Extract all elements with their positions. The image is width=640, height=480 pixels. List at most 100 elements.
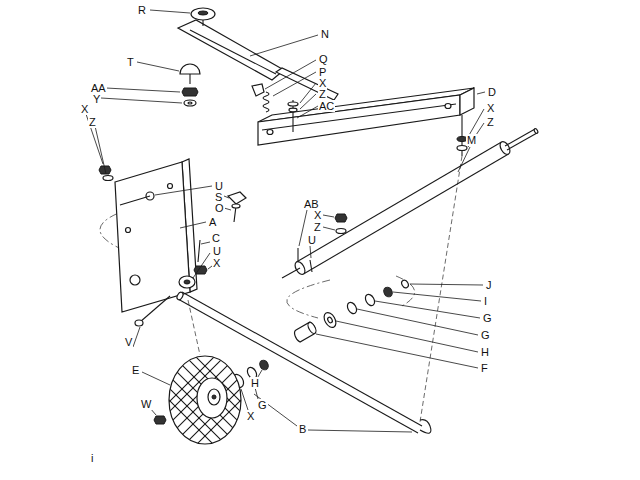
leader-lines-shape [308, 430, 412, 432]
leader-lines-shape [86, 114, 103, 164]
steering-arm-shape [198, 11, 208, 15]
wheel-tire-shape [165, 336, 255, 476]
leader-lines-shape [323, 227, 335, 230]
cap-screw [194, 240, 207, 274]
callout-letter: H [250, 377, 260, 389]
frame-bracket-shape [262, 104, 456, 130]
steering-arm-shape [276, 68, 338, 100]
callout-letter: E [131, 364, 140, 376]
callout-letter: I [483, 295, 488, 307]
carriage-bolt-shape [140, 296, 170, 322]
ball-joint-shape [184, 100, 196, 106]
wheel-tire-shape [197, 378, 227, 418]
callout-letter: B [298, 423, 307, 435]
axle-tube-shape [310, 260, 312, 272]
bushings-washers [230, 279, 409, 390]
mounting-plate-shape [120, 196, 150, 205]
leader-lines-shape [224, 208, 231, 210]
callout-letter: X [246, 410, 255, 422]
leader-lines-shape [265, 60, 316, 89]
leader-lines-shape [300, 83, 316, 103]
mounting-plate-shape [126, 228, 131, 233]
retainer-clip-shape [228, 192, 246, 204]
front-axle-shape [176, 291, 184, 300]
wheel-tire-shape [208, 389, 220, 405]
mounting-plate [115, 159, 197, 312]
callout-letter: Z [318, 88, 327, 100]
leader-lines-shape [336, 321, 478, 352]
leader-lines-shape [133, 327, 140, 347]
bushings-washers-shape [346, 301, 359, 315]
leader-lines-shape [300, 94, 316, 109]
retainer-clip-shape [232, 204, 240, 208]
axle-tube-shape [297, 142, 502, 262]
callout-letter: Q [318, 53, 329, 65]
leader-lines-shape [357, 309, 478, 335]
leader-lines-shape [193, 253, 210, 278]
leader-lines-shape [477, 92, 485, 94]
leader-lines-shape [142, 372, 170, 385]
bushings-washers-shape [327, 316, 333, 323]
leader-lines-shape [101, 98, 182, 103]
steering-arm-shape [191, 8, 215, 20]
bushings-washers-shape [400, 279, 409, 289]
bushings-washers-shape [306, 321, 317, 334]
axle-tube-shape [533, 128, 538, 134]
wheel-tire-shape [169, 356, 241, 444]
callout-letter: X [212, 257, 221, 269]
carriage-bolt-shape [135, 320, 143, 326]
alignment-lines-shape [287, 280, 330, 318]
callout-letter: U [212, 245, 222, 257]
tube-nuts-shape [335, 214, 347, 222]
callout-letter: G [257, 399, 268, 411]
spring-clip-shape [263, 92, 269, 112]
frame-bracket-shape [258, 95, 460, 145]
callout-letter: M [466, 134, 477, 146]
axle-tube-shape [297, 248, 298, 262]
callout-letter: i [90, 452, 94, 464]
leader-lines-shape [95, 126, 106, 174]
frame-bracket-shape [267, 130, 273, 135]
leader-lines-shape [273, 72, 316, 96]
callout-letter: Z [486, 116, 495, 128]
ball-joint-shape [180, 64, 200, 74]
pivot-bolt-shape [289, 108, 297, 112]
leader-lines-shape [375, 301, 480, 318]
leader-lines [86, 10, 485, 432]
frame-bracket-shape [445, 104, 451, 109]
callout-letter: A [208, 216, 217, 228]
leader-lines-shape [393, 292, 481, 301]
callout-letter: AC [318, 100, 335, 112]
steering-arm [178, 8, 338, 100]
callout-letter: X [486, 102, 495, 114]
leader-lines-shape [299, 210, 307, 246]
mounting-plate-shape [130, 275, 140, 285]
axle-tube-shape [507, 133, 537, 150]
callout-letter: X [313, 209, 322, 221]
callout-letter: Y [92, 93, 101, 105]
leader-lines-shape [316, 334, 478, 368]
leader-lines-shape [224, 196, 229, 198]
axle-tube [282, 128, 539, 278]
cap-screw-shape [198, 240, 200, 262]
callout-letter: G [480, 329, 491, 341]
callout-letter: R [137, 4, 147, 16]
leader-lines-shape [150, 10, 190, 13]
callout-letter: Z [88, 116, 97, 128]
leader-lines-shape [106, 88, 180, 92]
tie-rod-end-shape [457, 146, 467, 151]
alignment-lines-shape [396, 276, 415, 306]
leader-lines-shape [155, 186, 212, 195]
callout-letter: W [140, 398, 152, 410]
leader-lines-shape [201, 242, 210, 244]
callout-letter: U [307, 234, 317, 246]
leader-lines-shape [180, 222, 206, 228]
wheel-tire-shape [154, 416, 166, 424]
callout-letter: F [480, 362, 489, 374]
callout-letter: G [482, 312, 493, 324]
leader-lines-shape [297, 106, 318, 118]
mounting-plate-shape [184, 280, 190, 284]
mounting-plate-shape [179, 276, 195, 288]
